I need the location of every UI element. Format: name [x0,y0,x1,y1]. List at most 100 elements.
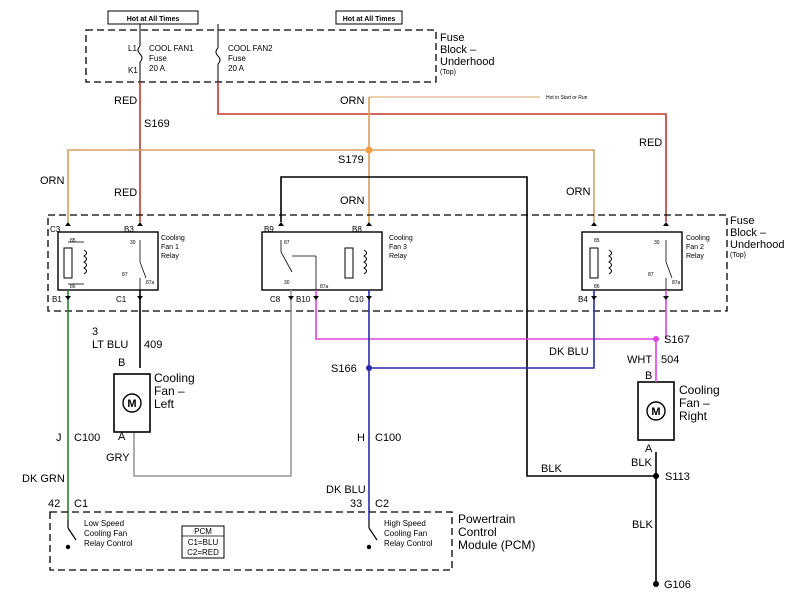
motor-right-pin-b: B [645,370,652,382]
relay3-t30: 30 [284,280,290,286]
high-speed-line3: Relay Control [384,539,433,548]
fuse-block-relay-title-3: Underhood [730,239,784,251]
pcm-title-2: Control [458,525,497,539]
s166-splice-dot [366,365,372,371]
orn-label-1: ORN [340,95,365,107]
orn-wire-bus [67,149,595,222]
relay1-line2: Fan 1 [161,244,179,251]
c100-left: C100 [74,432,100,444]
splice-s166: S166 [331,363,357,375]
cooling-fan1-relay: C3 B3 B1 C1 Cooling Fan 1 Relay [50,225,185,304]
blk-label-3: BLK [632,519,653,531]
pcm-c1: C1 [74,498,88,510]
red-label-3: RED [639,137,662,149]
splice-s167: S167 [664,334,690,346]
low-speed-line3: Relay Control [84,539,133,548]
motor-right-line2: Fan – [679,396,710,410]
pcm-c1-pin: 42 [48,498,60,510]
relay1-t30: 30 [130,240,136,246]
relay1-pin-b1: B1 [52,295,62,304]
pcm-legend: PCM C1=BLU C2=RED [181,525,225,559]
red-wire-fan2 [217,82,667,222]
blk-label-1: BLK [541,463,562,475]
high-speed-line2: Cooling Fan [384,529,427,538]
fuse-block-top-outline [85,29,437,83]
pcm-c2-pin: 33 [350,498,362,510]
fuse-block-relay-title-1: Fuse [730,215,754,227]
wht-magenta-wire [315,290,657,370]
dk-blu-label-right: DK BLU [549,346,589,358]
cooling-fan2-relay: B4 Cooling Fan 2 Relay [578,231,710,304]
motor-left-symbol: M [127,398,136,410]
pcm-outline [49,511,453,571]
motor-right-pin-a: A [645,443,653,455]
pcm-title-1: Powertrain [458,512,515,526]
pcm-legend-title: PCM [194,527,212,536]
relay3-pin-b9: B9 [264,225,274,234]
relay2-line3: Relay [686,253,704,260]
motor-right-line1: Cooling [679,383,720,397]
c100-mid-pin: H [357,432,365,444]
lt-blu-circuit: 409 [144,339,162,351]
relay2-line2: Fan 2 [686,244,704,251]
relay1-pin-c1: C1 [116,295,127,304]
cooling-fan-right-motor: B M A Cooling Fan – Right [637,370,720,455]
pcm-c2: C2 [375,498,389,510]
low-speed-line2: Cooling Fan [84,529,127,538]
red-label-1: RED [114,95,137,107]
relay3-t87: 87 [284,240,290,246]
hot-tag-right-text: Hot at All Times [343,16,396,23]
pin-arrows [65,222,669,300]
ground-g106: G106 [664,579,691,591]
wht-label: WHT [627,354,652,366]
hot-at-all-times-tag-right: Hot at All Times [217,10,403,30]
fuse-block-relay-title-4: (Top) [730,252,746,259]
dk-grn-label: DK GRN [22,473,65,485]
fuse1-line2: Fuse [149,54,167,63]
lt-blu-label: LT BLU [92,339,128,351]
fuse1-rating: 20 A [149,64,166,73]
s113-splice-dot [653,473,659,479]
fuse-block-top-title-3: Underhood [440,56,494,68]
orn-label-4: ORN [566,186,591,198]
relay2-t87a: 87a [672,280,681,286]
motor-left-pin-a: A [118,431,126,443]
motor-left-pin-b: B [118,357,125,369]
cooling-fan-left-motor: B M A Cooling Fan – Left [113,357,195,443]
relay1-t86: 86 [70,284,76,290]
lt-blu-gauge: 3 [92,326,98,338]
wht-circuit: 504 [661,354,679,366]
fuse2-line2: Fuse [228,54,246,63]
motor-right-line3: Right [679,409,708,423]
fuse2-name: COOL FAN2 [228,44,273,53]
low-speed-line1: Low Speed [84,519,124,528]
relay2-t86: 86 [594,284,600,290]
fuse1-name: COOL FAN1 [149,44,194,53]
relay3-line1: Cooling [389,235,413,242]
s179-splice-dot [365,146,373,154]
motor-right-symbol: M [651,406,660,418]
pcm-legend-line2: C2=RED [187,548,219,557]
relay3-pin-b8: B8 [352,225,362,234]
relay3-line3: Relay [389,253,407,260]
pcm-legend-line1: C1=BLU [188,538,219,547]
splice-s179: S179 [338,154,364,166]
relay1-line3: Relay [161,253,179,260]
ground-symbol [653,581,659,587]
relay1-t87a: 87a [146,280,155,286]
cool-fan1-fuse: L1 K1 COOL FAN1 Fuse 20 A [128,30,194,82]
fuse-block-top-title-4: (Top) [440,69,456,76]
gry-wire [133,290,292,477]
hot-tag-left-text: Hot at All Times [127,16,180,23]
cooling-fan3-relay: B9 B8 C8 B10 C10 Cooling Fan 3 Relay [261,225,413,304]
c100-mid: C100 [375,432,401,444]
fuse-block-top-title-2: Block – [440,44,477,56]
high-speed-switch-symbol [366,520,378,550]
relay2-line1: Cooling [686,235,710,242]
splice-s113: S113 [665,471,690,483]
pcm-title-3: Module (PCM) [458,538,535,552]
relay3-line2: Fan 3 [389,244,407,251]
low-speed-switch-symbol [65,520,77,550]
motor-left-line1: Cooling [154,371,195,385]
